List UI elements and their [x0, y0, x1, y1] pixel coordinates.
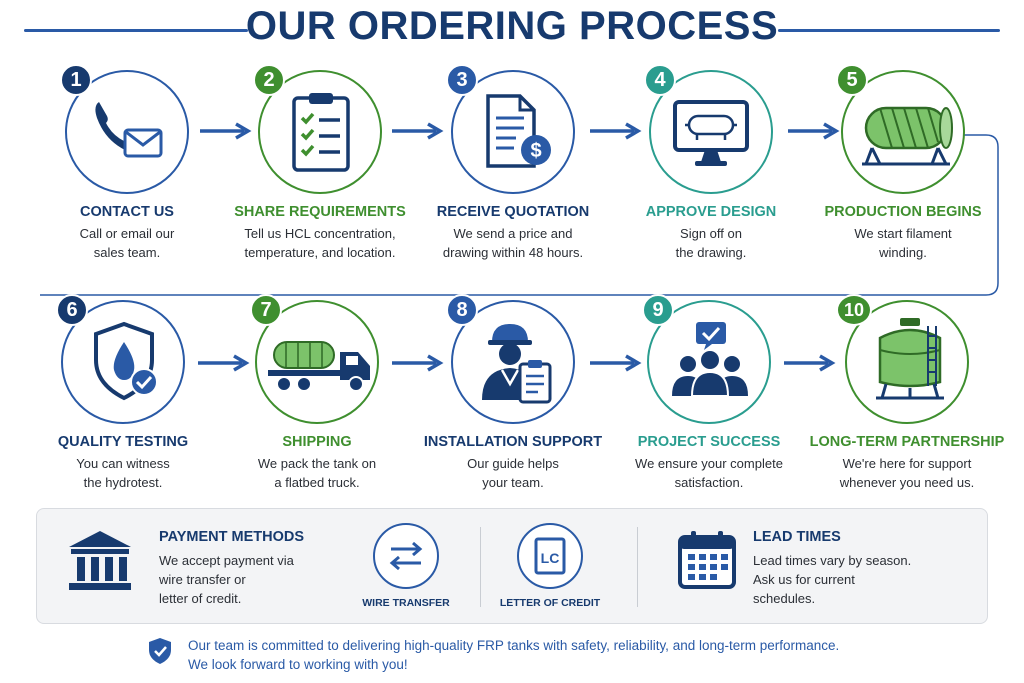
step-3: $ 3 RECEIVE QUOTATION We send a price an…: [418, 64, 608, 264]
wire-transfer-circle: [373, 523, 439, 589]
step-number-badge: 3: [446, 64, 478, 96]
team-check-icon: [668, 320, 752, 405]
svg-text:$: $: [530, 140, 541, 162]
step-number-badge: 2: [253, 64, 285, 96]
tank-winding-icon: [858, 102, 954, 173]
step-9: 9 PROJECT SUCCESS We ensure your complet…: [614, 294, 804, 494]
payment-title: PAYMENT METHODS: [159, 529, 305, 545]
letter-of-credit-circle: LC: [517, 523, 583, 589]
step-title: CONTACT US: [80, 204, 174, 220]
arrow-right: [784, 354, 836, 372]
step-number-badge: 8: [446, 294, 478, 326]
worker-clipboard-icon: [474, 318, 558, 409]
page-title: OUR ORDERING PROCESS: [245, 4, 779, 48]
flatbed-truck-icon: [266, 336, 374, 401]
step-number-badge: 1: [60, 64, 92, 96]
letter-of-credit-label: LETTER OF CREDIT: [499, 597, 601, 609]
shield-drop-icon: [90, 320, 162, 409]
step-number-badge: 4: [644, 64, 676, 96]
step-title: PRODUCTION BEGINS: [824, 204, 982, 220]
bank-icon: [67, 529, 133, 598]
step-number-badge: 10: [836, 294, 872, 326]
shield-check-icon: [148, 637, 172, 670]
phone-mail-icon: [87, 92, 167, 177]
wire-transfer-label: WIRE TRANSFER: [362, 597, 450, 609]
panel-divider: [480, 527, 481, 607]
step-2: 2 SHARE REQUIREMENTS Tell us HCL concent…: [225, 64, 415, 264]
arrow-right: [200, 122, 252, 140]
transfer-arrows-icon: [389, 541, 423, 571]
header-rule-left: [24, 29, 248, 32]
lc-document-icon: [534, 537, 566, 575]
monitor-design-icon: [671, 98, 751, 175]
step-10: 10 LONG-TERM PARTNERSHIP We're here for …: [810, 294, 1004, 494]
calendar-icon: [677, 529, 737, 596]
step-number-badge: 5: [836, 64, 868, 96]
step-number-badge: 6: [56, 294, 88, 326]
step-title: SHIPPING: [282, 434, 352, 450]
step-title: APPROVE DESIGN: [645, 204, 777, 220]
panel-divider: [637, 527, 638, 607]
arrow-right: [198, 354, 250, 372]
step-title: INSTALLATION SUPPORT: [423, 434, 603, 450]
step-number-badge: 7: [250, 294, 282, 326]
arrow-right: [590, 122, 642, 140]
lead-times-title: LEAD TIMES: [753, 529, 841, 545]
step-number-badge: 9: [642, 294, 674, 326]
step-title: RECEIVE QUOTATION: [436, 204, 590, 220]
step-desc: Tell us HCL concentration,temperature, a…: [244, 226, 396, 260]
arrow-right: [788, 122, 840, 140]
header-rule-right: [778, 29, 1000, 32]
arrow-right: [590, 354, 642, 372]
step-title: QUALITY TESTING: [57, 434, 189, 450]
step-title: PROJECT SUCCESS: [637, 434, 781, 450]
arrow-right: [392, 122, 444, 140]
step-title: LONG-TERM PARTNERSHIP: [809, 434, 1005, 450]
document-dollar-icon: $: [480, 92, 560, 177]
header: OUR ORDERING PROCESS: [0, 0, 1024, 60]
storage-tank-icon: [870, 316, 950, 407]
step-title: SHARE REQUIREMENTS: [234, 204, 406, 220]
footer-message: Our team is committed to delivering high…: [188, 638, 840, 672]
clipboard-checklist-icon: [288, 90, 354, 179]
lead-times-text: Lead times vary by season.Ask us for cur…: [753, 553, 912, 606]
arrow-right: [392, 354, 444, 372]
lc-badge: LC: [541, 550, 560, 566]
